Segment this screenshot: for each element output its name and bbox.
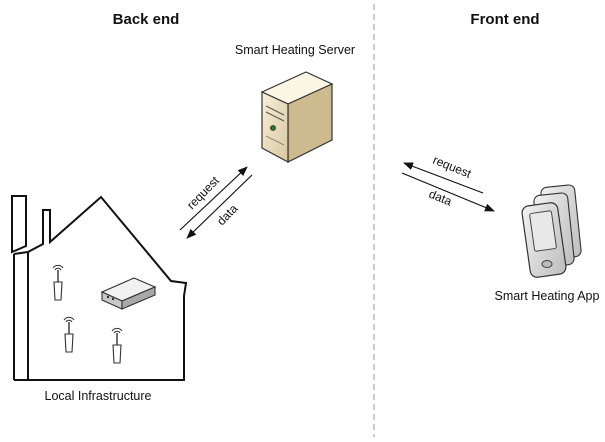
right-request-arrow [403,162,484,194]
phone-icon [521,184,582,278]
house-icon [11,195,188,381]
left-request-arrow [179,166,248,231]
back-end-heading: Back end [113,11,180,28]
server-label: Smart Heating Server [235,43,355,57]
sensor-icon [63,316,75,353]
right-data-arrow [401,172,495,212]
gateway-icon [100,277,157,310]
left-request-label: request [184,173,222,212]
right-request-label: request [431,153,474,181]
server-icon [260,71,334,164]
left-data-arrow [186,174,253,239]
sensor-icon [111,327,123,364]
app-label: Smart Heating App [495,289,600,303]
front-end-heading: Front end [470,11,539,28]
sensor-icon [52,264,64,301]
right-data-label: data [427,187,454,209]
local-infrastructure-label: Local Infrastructure [45,389,152,403]
left-data-label: data [214,201,241,228]
